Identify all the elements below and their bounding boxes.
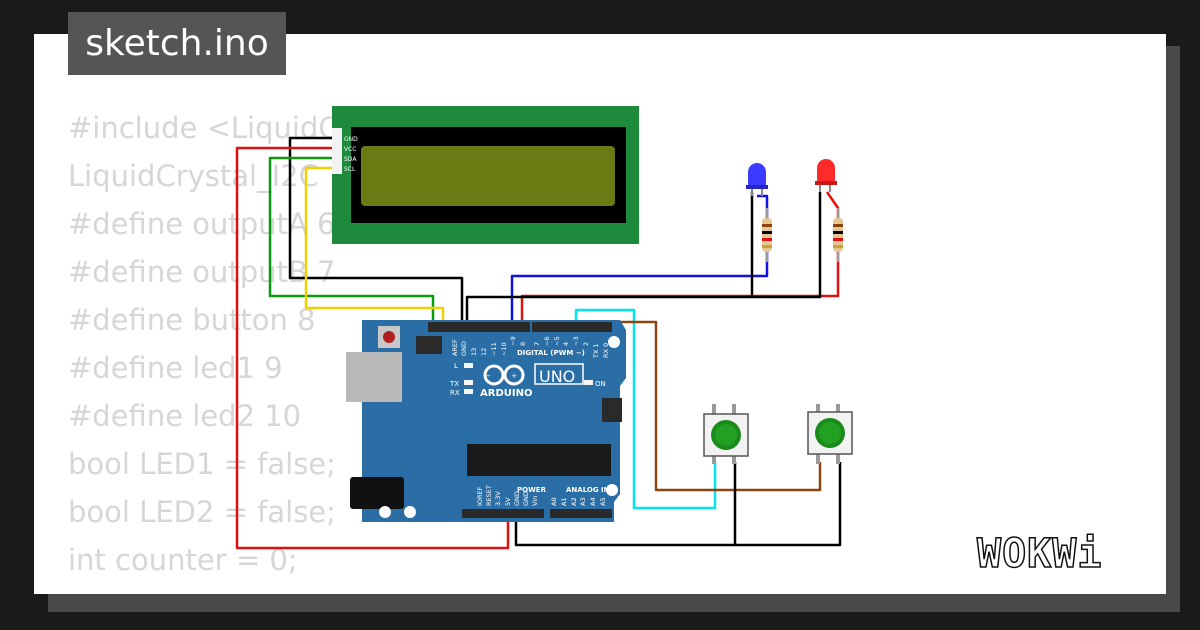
wire-led-gnd xyxy=(750,192,822,299)
board-led-label: L xyxy=(454,362,458,370)
wires xyxy=(235,136,842,550)
pin-label: ~11 xyxy=(490,342,498,356)
analog-header xyxy=(550,509,612,518)
code-line: #define outputB 7 xyxy=(68,255,336,289)
pin-label: IOREF xyxy=(476,486,484,506)
code-line: #define outputA 6 xyxy=(68,207,336,241)
board-model: UNO xyxy=(539,367,575,386)
wire-led1 xyxy=(510,194,769,326)
pin-label: RX 0 xyxy=(602,343,610,358)
pin-label: ~9 xyxy=(509,336,517,346)
power-label: POWER xyxy=(517,486,547,494)
digital-label: DIGITAL (PWM ~) xyxy=(517,349,585,357)
pin-label: GND xyxy=(522,491,530,506)
icsp-header xyxy=(416,336,442,354)
led-red[interactable] xyxy=(815,159,837,192)
board-led-label: ON xyxy=(595,380,606,388)
code-line: #define button 8 xyxy=(68,303,316,337)
code-line: #define led1 9 xyxy=(68,351,283,385)
svg-text:+: + xyxy=(511,372,517,380)
pin-label: 5V xyxy=(504,497,512,506)
pin-label: AREF xyxy=(451,339,459,356)
pin-label: 4 xyxy=(562,342,570,346)
digital-header-left xyxy=(428,322,530,332)
pin-label: A4 xyxy=(589,497,597,506)
pushbutton-2[interactable] xyxy=(807,404,853,464)
board-led-label: TX xyxy=(449,380,459,388)
wire-led2 xyxy=(520,191,840,326)
wire-lcd-sda xyxy=(268,156,435,326)
pin-label: ~5 xyxy=(553,336,561,346)
atmega-chip xyxy=(467,444,611,476)
code-line: int counter = 0; xyxy=(68,543,298,577)
code-line: #define led2 10 xyxy=(68,399,302,433)
code-line: bool LED1 = false; xyxy=(68,447,336,481)
board-brand: ARDUINO xyxy=(480,388,532,399)
pin-label: A1 xyxy=(560,497,568,506)
pin-label: 3.3V xyxy=(494,491,502,506)
power-jack xyxy=(350,477,404,509)
lcd-pin-label: GND xyxy=(344,136,358,143)
pin-label: A5 xyxy=(599,497,607,506)
pin-label: ~10 xyxy=(500,342,508,356)
arduino-infinity-logo xyxy=(483,364,525,386)
code-preview: #include <LiquidC LiquidCrystal_I2C #defin… xyxy=(68,104,339,594)
pin-label: ~3 xyxy=(572,336,580,346)
analog-label: ANALOG IN xyxy=(566,486,610,494)
icsp2-header xyxy=(602,398,622,422)
board-led-label: RX xyxy=(450,389,460,397)
pin-label: GND xyxy=(513,491,521,506)
usb-port xyxy=(346,352,402,402)
lcd-pin-label: SDA xyxy=(344,156,357,163)
pin-label: A3 xyxy=(579,497,587,506)
code-line: bool S xyxy=(68,584,339,594)
lcd-pin-label: SCL xyxy=(344,166,356,173)
wokwi-logo: WOKWi xyxy=(976,530,1102,578)
wire-lcd-vcc xyxy=(235,146,510,550)
pin-label: 7 xyxy=(533,342,541,346)
wire-buttons-gnd xyxy=(514,462,737,547)
pin-label: 8 xyxy=(519,342,527,346)
file-name-tab[interactable]: sketch.ino xyxy=(68,12,286,75)
pin-label: Vin xyxy=(531,496,539,506)
pin-label: ~6 xyxy=(543,336,551,346)
wire-button2-gnd xyxy=(735,462,842,547)
digital-header-right xyxy=(532,322,612,332)
svg-text:−: − xyxy=(485,372,491,380)
wire-lcd-scl xyxy=(304,166,445,326)
pin-label: TX 1 xyxy=(592,343,600,359)
wire-button1 xyxy=(574,308,717,510)
pin-label: A2 xyxy=(570,497,578,506)
pin-label: 12 xyxy=(480,348,488,356)
lcd-pin-label: VCC xyxy=(344,146,356,153)
led-blue[interactable] xyxy=(746,163,768,196)
code-line: LiquidCrystal_I2C xyxy=(68,159,319,193)
code-line: #include <LiquidC xyxy=(68,111,339,145)
resistor-1 xyxy=(762,208,772,262)
pin-label: 2 xyxy=(582,342,590,346)
pin-label: A0 xyxy=(550,497,558,506)
wire-led-gnd-link xyxy=(465,295,752,326)
wokwi-logo-text: WOKWi xyxy=(977,531,1102,577)
power-header xyxy=(462,509,544,518)
lcd-pin-header xyxy=(332,128,342,174)
pin-label: RESET xyxy=(485,485,493,506)
pushbutton-1[interactable] xyxy=(703,404,749,464)
resistor-2 xyxy=(833,208,843,262)
lcd-display[interactable]: GND VCC SDA SCL xyxy=(332,106,639,244)
wire-lcd-gnd xyxy=(288,136,464,326)
pin-label: GND xyxy=(460,341,468,356)
pin-label: 13 xyxy=(470,348,478,356)
arduino-uno-board[interactable]: L TX RX ON DIGITAL (PWM ~) POWER ANALOG … xyxy=(346,320,626,522)
